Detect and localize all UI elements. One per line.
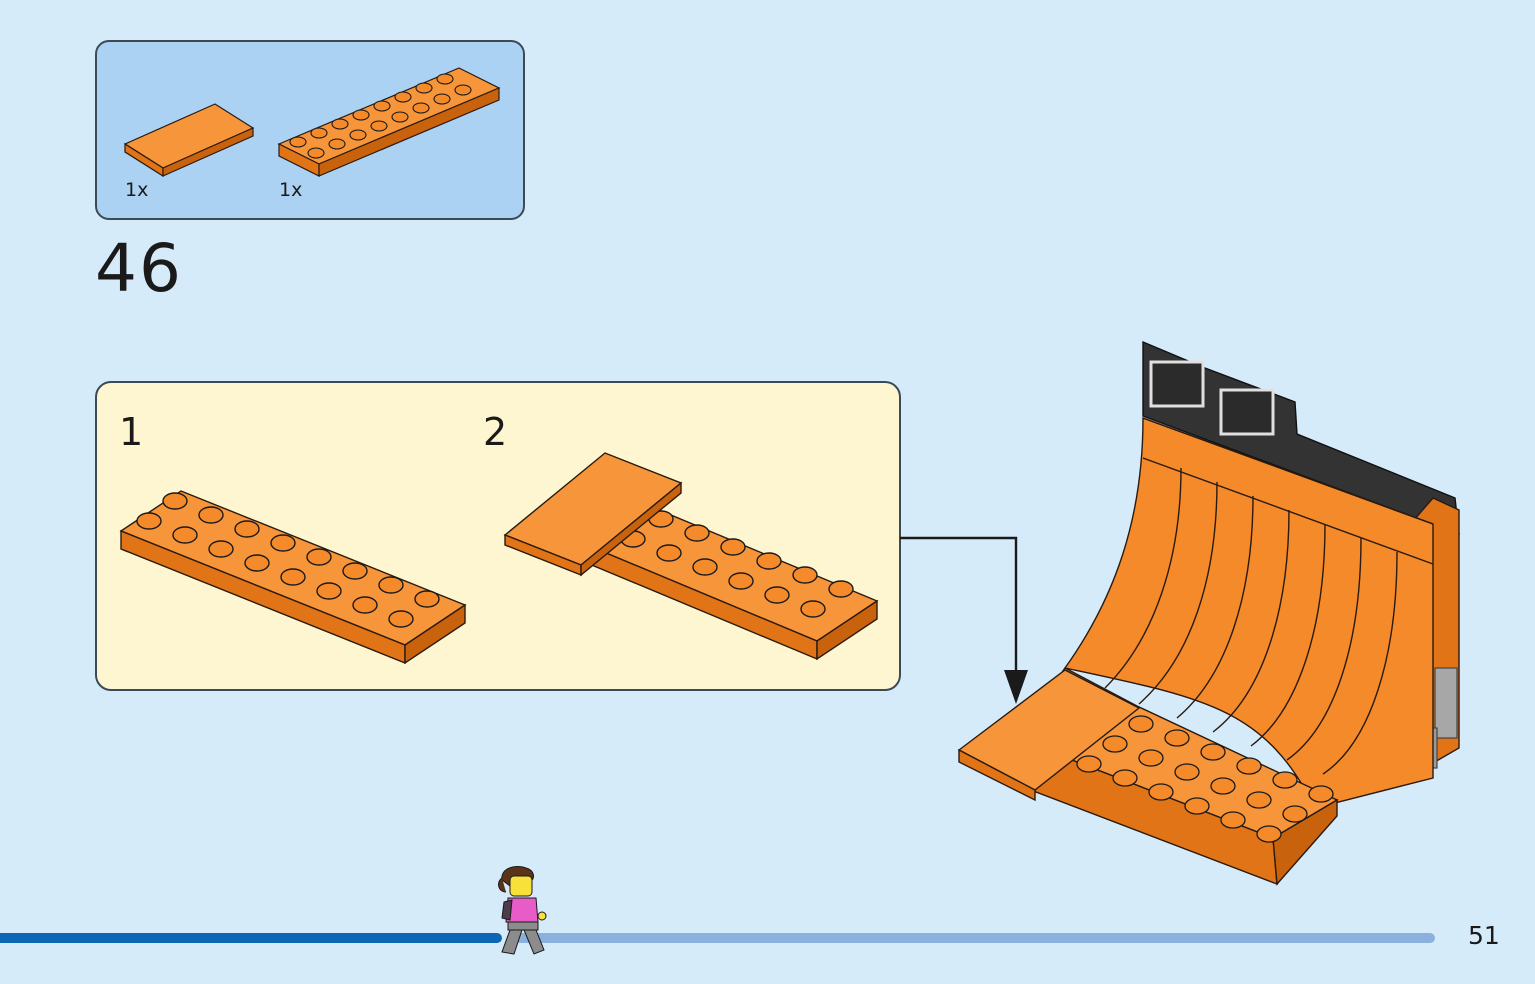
orange-tile-2x4-icon: [123, 103, 255, 178]
orange-plate-2x8-icon: [277, 67, 501, 177]
page-number: 51: [1468, 921, 1500, 950]
progress-bar-track: [515, 933, 1435, 943]
substep-number: 1: [119, 410, 144, 454]
step-number: 46: [95, 230, 183, 307]
connector-arrow: [900, 536, 1028, 704]
part-quantity: 1x: [279, 179, 303, 201]
parts-callout: 1x 1x: [95, 40, 525, 220]
subassembly-callout: 1 2: [95, 381, 901, 691]
minifigure-progress-icon: [498, 866, 547, 955]
orange-plate-2x8-icon: [119, 490, 467, 665]
substep-number: 2: [483, 410, 508, 454]
skate-ramp-model: [957, 340, 1460, 886]
plate-with-tile-icon: [503, 452, 879, 661]
progress-bar-fill: [0, 933, 502, 943]
part-quantity: 1x: [125, 179, 149, 201]
